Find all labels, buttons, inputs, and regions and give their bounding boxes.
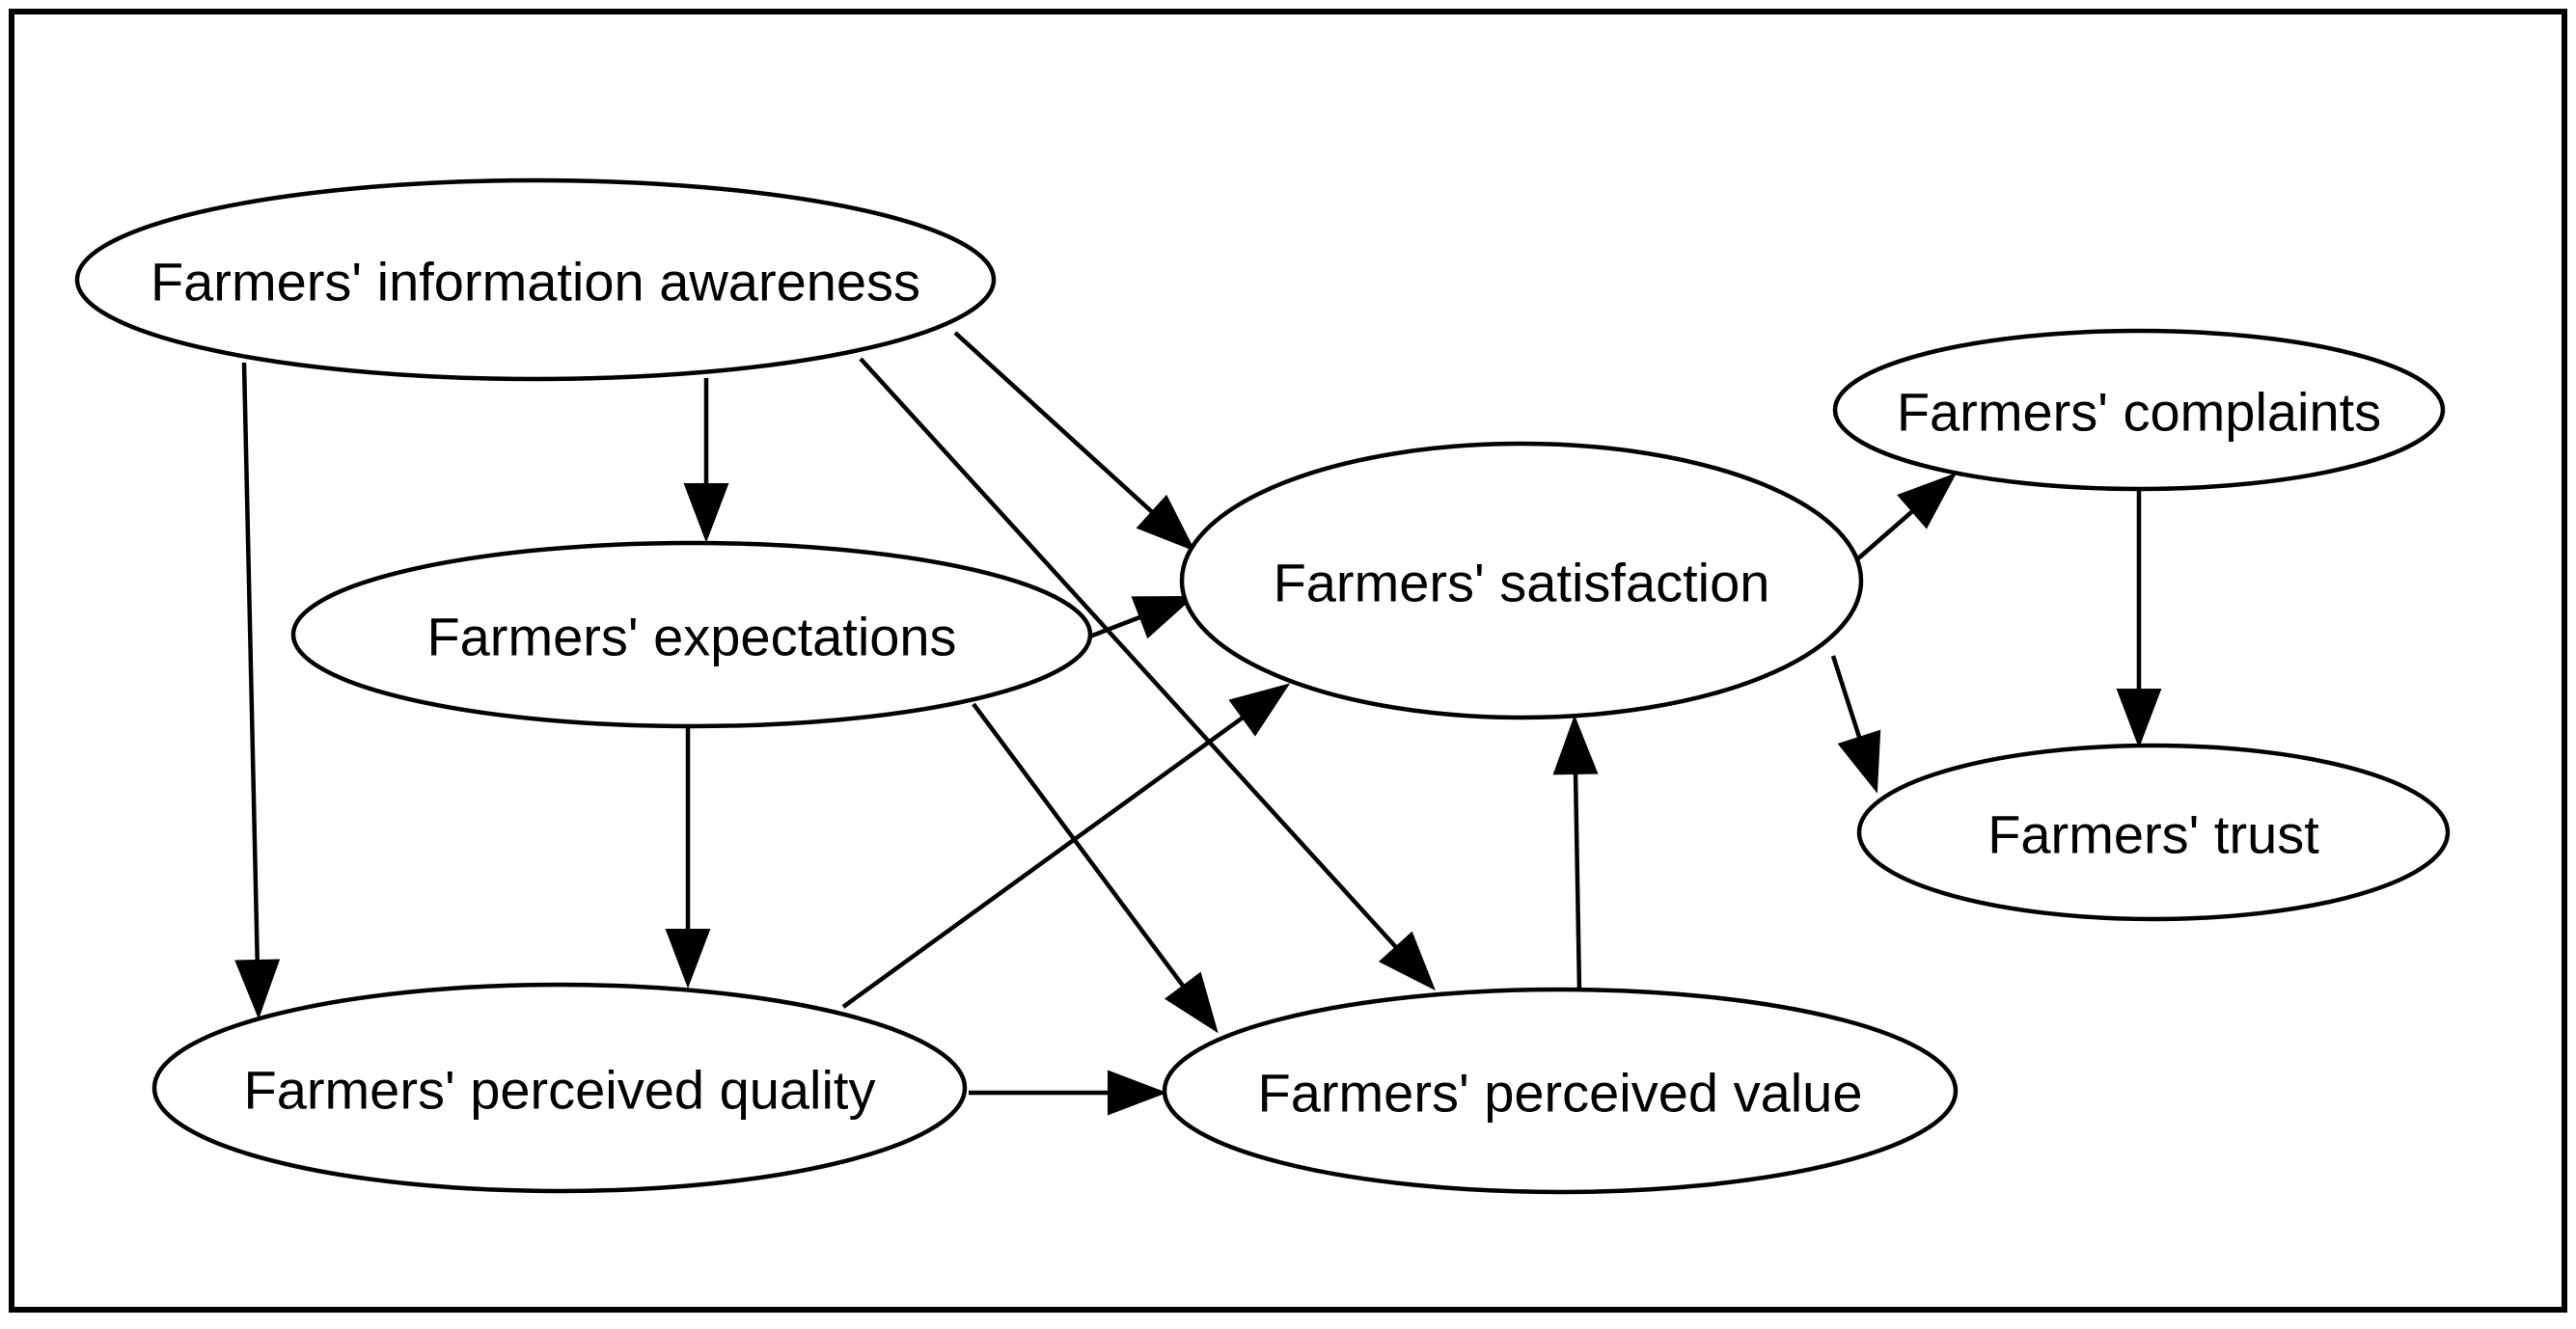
node-expectations: Farmers' expectations xyxy=(290,540,1093,729)
arrowhead-expectations-to-perceived_quality xyxy=(665,929,711,989)
node-ellipse xyxy=(1179,441,1864,720)
arrowhead-perceived_value-to-satisfaction xyxy=(1552,715,1599,775)
node-ellipse xyxy=(74,177,997,382)
node-ellipse xyxy=(290,540,1093,729)
arrowhead-information_awareness-to-perceived_value xyxy=(1378,931,1436,991)
arrowhead-complaints-to-trust xyxy=(2116,689,2162,748)
node-perceived-value: Farmers' perceived value xyxy=(1162,987,1959,1195)
node-label-information-awareness: Farmers' information awareness xyxy=(151,252,920,312)
node-label-trust: Farmers' trust xyxy=(1987,804,2319,865)
edge-information_awareness-to-satisfaction xyxy=(953,331,1154,514)
edges-layer xyxy=(234,331,2162,1116)
node-label-perceived-value: Farmers' perceived value xyxy=(1258,1063,1863,1124)
arrowhead-information_awareness-to-satisfaction xyxy=(1136,494,1196,552)
arrowhead-expectations-to-satisfaction xyxy=(1131,595,1195,639)
arrowhead-expectations-to-perceived_value xyxy=(1164,971,1219,1034)
node-complaints: Farmers' complaints xyxy=(1832,328,2446,492)
edge-information_awareness-to-perceived_quality xyxy=(241,362,260,962)
edge-expectations-to-satisfaction xyxy=(1086,614,1141,640)
node-trust: Farmers' trust xyxy=(1856,743,2451,922)
edge-perceived_quality-to-satisfaction xyxy=(841,716,1245,1009)
node-label-expectations: Farmers' expectations xyxy=(426,607,956,667)
node-label-perceived-quality: Farmers' perceived quality xyxy=(244,1060,876,1121)
node-label-satisfaction: Farmers' satisfaction xyxy=(1274,553,1770,613)
diagram-frame xyxy=(9,9,2567,1313)
node-ellipse xyxy=(1832,328,2446,492)
node-satisfaction: Farmers' satisfaction xyxy=(1179,441,1864,720)
arrowhead-information_awareness-to-expectations xyxy=(683,483,729,543)
node-ellipse xyxy=(1162,987,1959,1195)
edge-satisfaction-to-trust xyxy=(1830,655,1862,739)
arrowhead-information_awareness-to-perceived_quality xyxy=(234,959,281,1019)
node-label-complaints: Farmers' complaints xyxy=(1897,382,2381,443)
node-perceived-quality: Farmers' perceived quality xyxy=(151,982,968,1194)
edge-expectations-to-perceived_value xyxy=(972,702,1186,988)
edge-perceived_value-to-satisfaction xyxy=(1573,773,1582,991)
arrowhead-perceived_quality-to-satisfaction xyxy=(1228,683,1291,737)
node-ellipse xyxy=(1856,743,2451,922)
arrowhead-satisfaction-to-trust xyxy=(1837,729,1881,794)
edge-satisfaction-to-complaints xyxy=(1855,509,1914,561)
arrowhead-satisfaction-to-complaints xyxy=(1897,473,1958,529)
node-ellipse xyxy=(151,982,968,1194)
arrowhead-perceived_quality-to-perceived_value xyxy=(1108,1070,1167,1116)
node-information-awareness: Farmers' information awareness xyxy=(74,177,997,382)
edge-information_awareness-to-perceived_value xyxy=(859,357,1398,949)
